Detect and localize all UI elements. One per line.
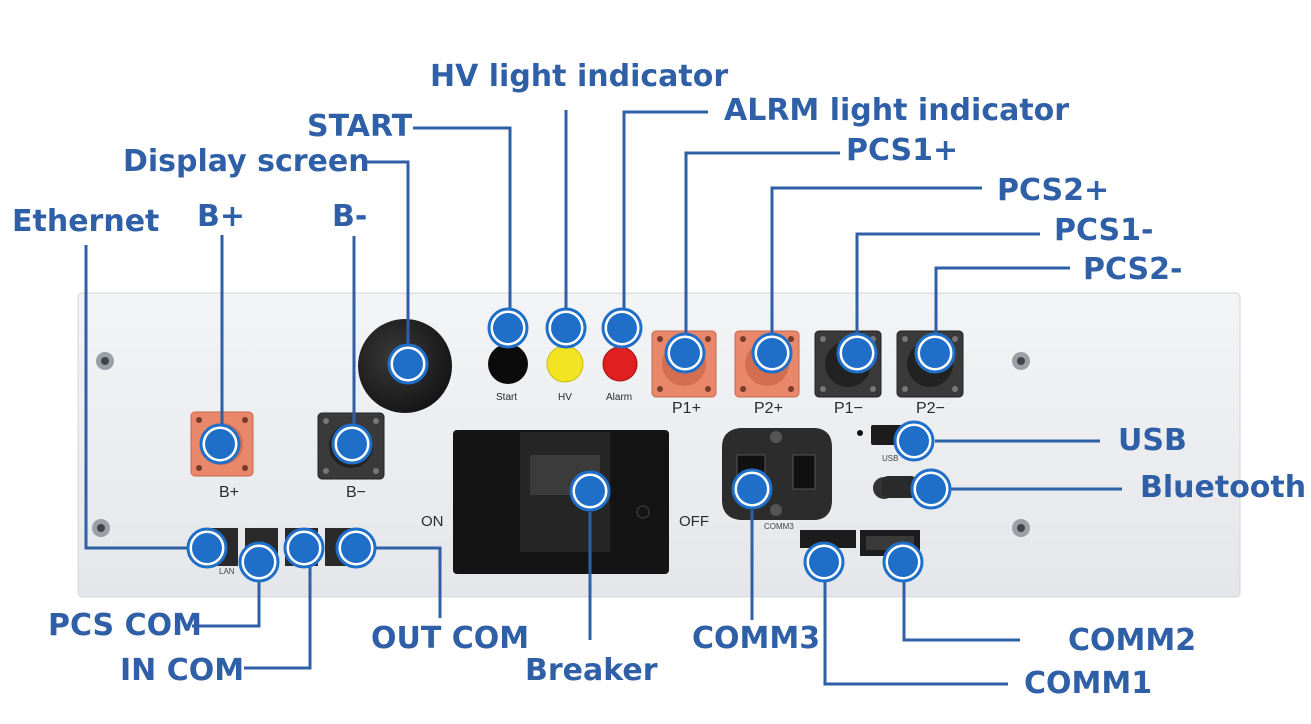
callout-pcs1-minus: PCS1- [1054,213,1154,248]
marker-display [387,343,429,385]
marker-b-plus [199,423,241,465]
marker-lan [186,527,228,569]
marker-bluetooth [910,468,952,510]
panel-label-off: OFF [679,513,709,530]
callout-hv-light: HV light indicator [430,59,729,94]
marker-comm1 [803,541,845,583]
callout-out-com: OUT COM [371,621,530,656]
marker-b-minus [331,423,373,465]
callout-comm1: COMM1 [1024,666,1153,701]
callout-ethernet: Ethernet [12,204,160,239]
screw-left-top [96,352,114,370]
marker-p2-plus [751,332,793,374]
callout-display-screen: Display screen [123,144,370,179]
usb-dot [857,430,863,436]
screw-right-top [1012,352,1030,370]
panel-label-b-minus: B− [346,484,367,501]
bluetooth-antenna [873,476,917,499]
callout-b-plus: B+ [197,199,246,234]
alarm-indicator [602,346,638,382]
panel-label-comm3: COMM3 [764,522,794,531]
callout-pcs2-minus: PCS2- [1083,252,1183,287]
marker-in-com [283,527,325,569]
callout-start: START [307,109,413,144]
panel-label-alarm: Alarm [606,392,633,403]
leader-lines [84,110,1122,686]
marker-p1-minus [836,332,878,374]
marker-p1-plus [664,332,706,374]
screw-left-bottom [92,519,110,537]
panel-label-p2-minus: P2− [916,400,945,417]
callout-comm2: COMM2 [1068,623,1197,658]
callout-bluetooth: Bluetooth [1140,470,1307,505]
panel-label-p1-plus: P1+ [672,400,701,417]
breaker[interactable] [453,430,669,574]
marker-comm3 [731,468,773,510]
callout-comm3: COMM3 [692,621,821,656]
marker-comm2 [882,541,924,583]
comm1-port [800,530,856,548]
marker-usb [893,420,935,462]
start-button[interactable] [488,344,528,384]
marker-alarm [601,307,643,349]
hv-indicator [546,345,584,383]
panel-label-usb: USB [882,454,899,463]
markers [186,307,956,583]
marker-hv [545,307,587,349]
panel-label-b-plus: B+ [219,484,240,501]
callout-alrm-light: ALRM light indicator [724,93,1070,128]
callout-usb: USB [1118,423,1187,458]
marker-pcs-com [238,541,280,583]
panel-label-lan: LAN [219,567,235,576]
marker-start [487,307,529,349]
marker-p2-minus [914,332,956,374]
marker-out-com [335,527,377,569]
callout-pcs-com: PCS COM [48,608,202,643]
callout-in-com: IN COM [120,653,245,688]
screw-right-bottom [1012,519,1030,537]
panel-label-p1-minus: P1− [834,400,863,417]
panel-label-hv: HV [558,392,572,403]
callout-b-minus: B- [332,199,368,234]
callout-pcs2-plus: PCS2+ [997,173,1110,208]
panel-label-p2-plus: P2+ [754,400,783,417]
panel-label-on: ON [421,513,444,530]
callout-pcs1-plus: PCS1+ [846,133,959,168]
panel-label-start: Start [496,392,518,403]
callout-breaker: Breaker [525,653,658,688]
marker-breaker [569,470,611,512]
